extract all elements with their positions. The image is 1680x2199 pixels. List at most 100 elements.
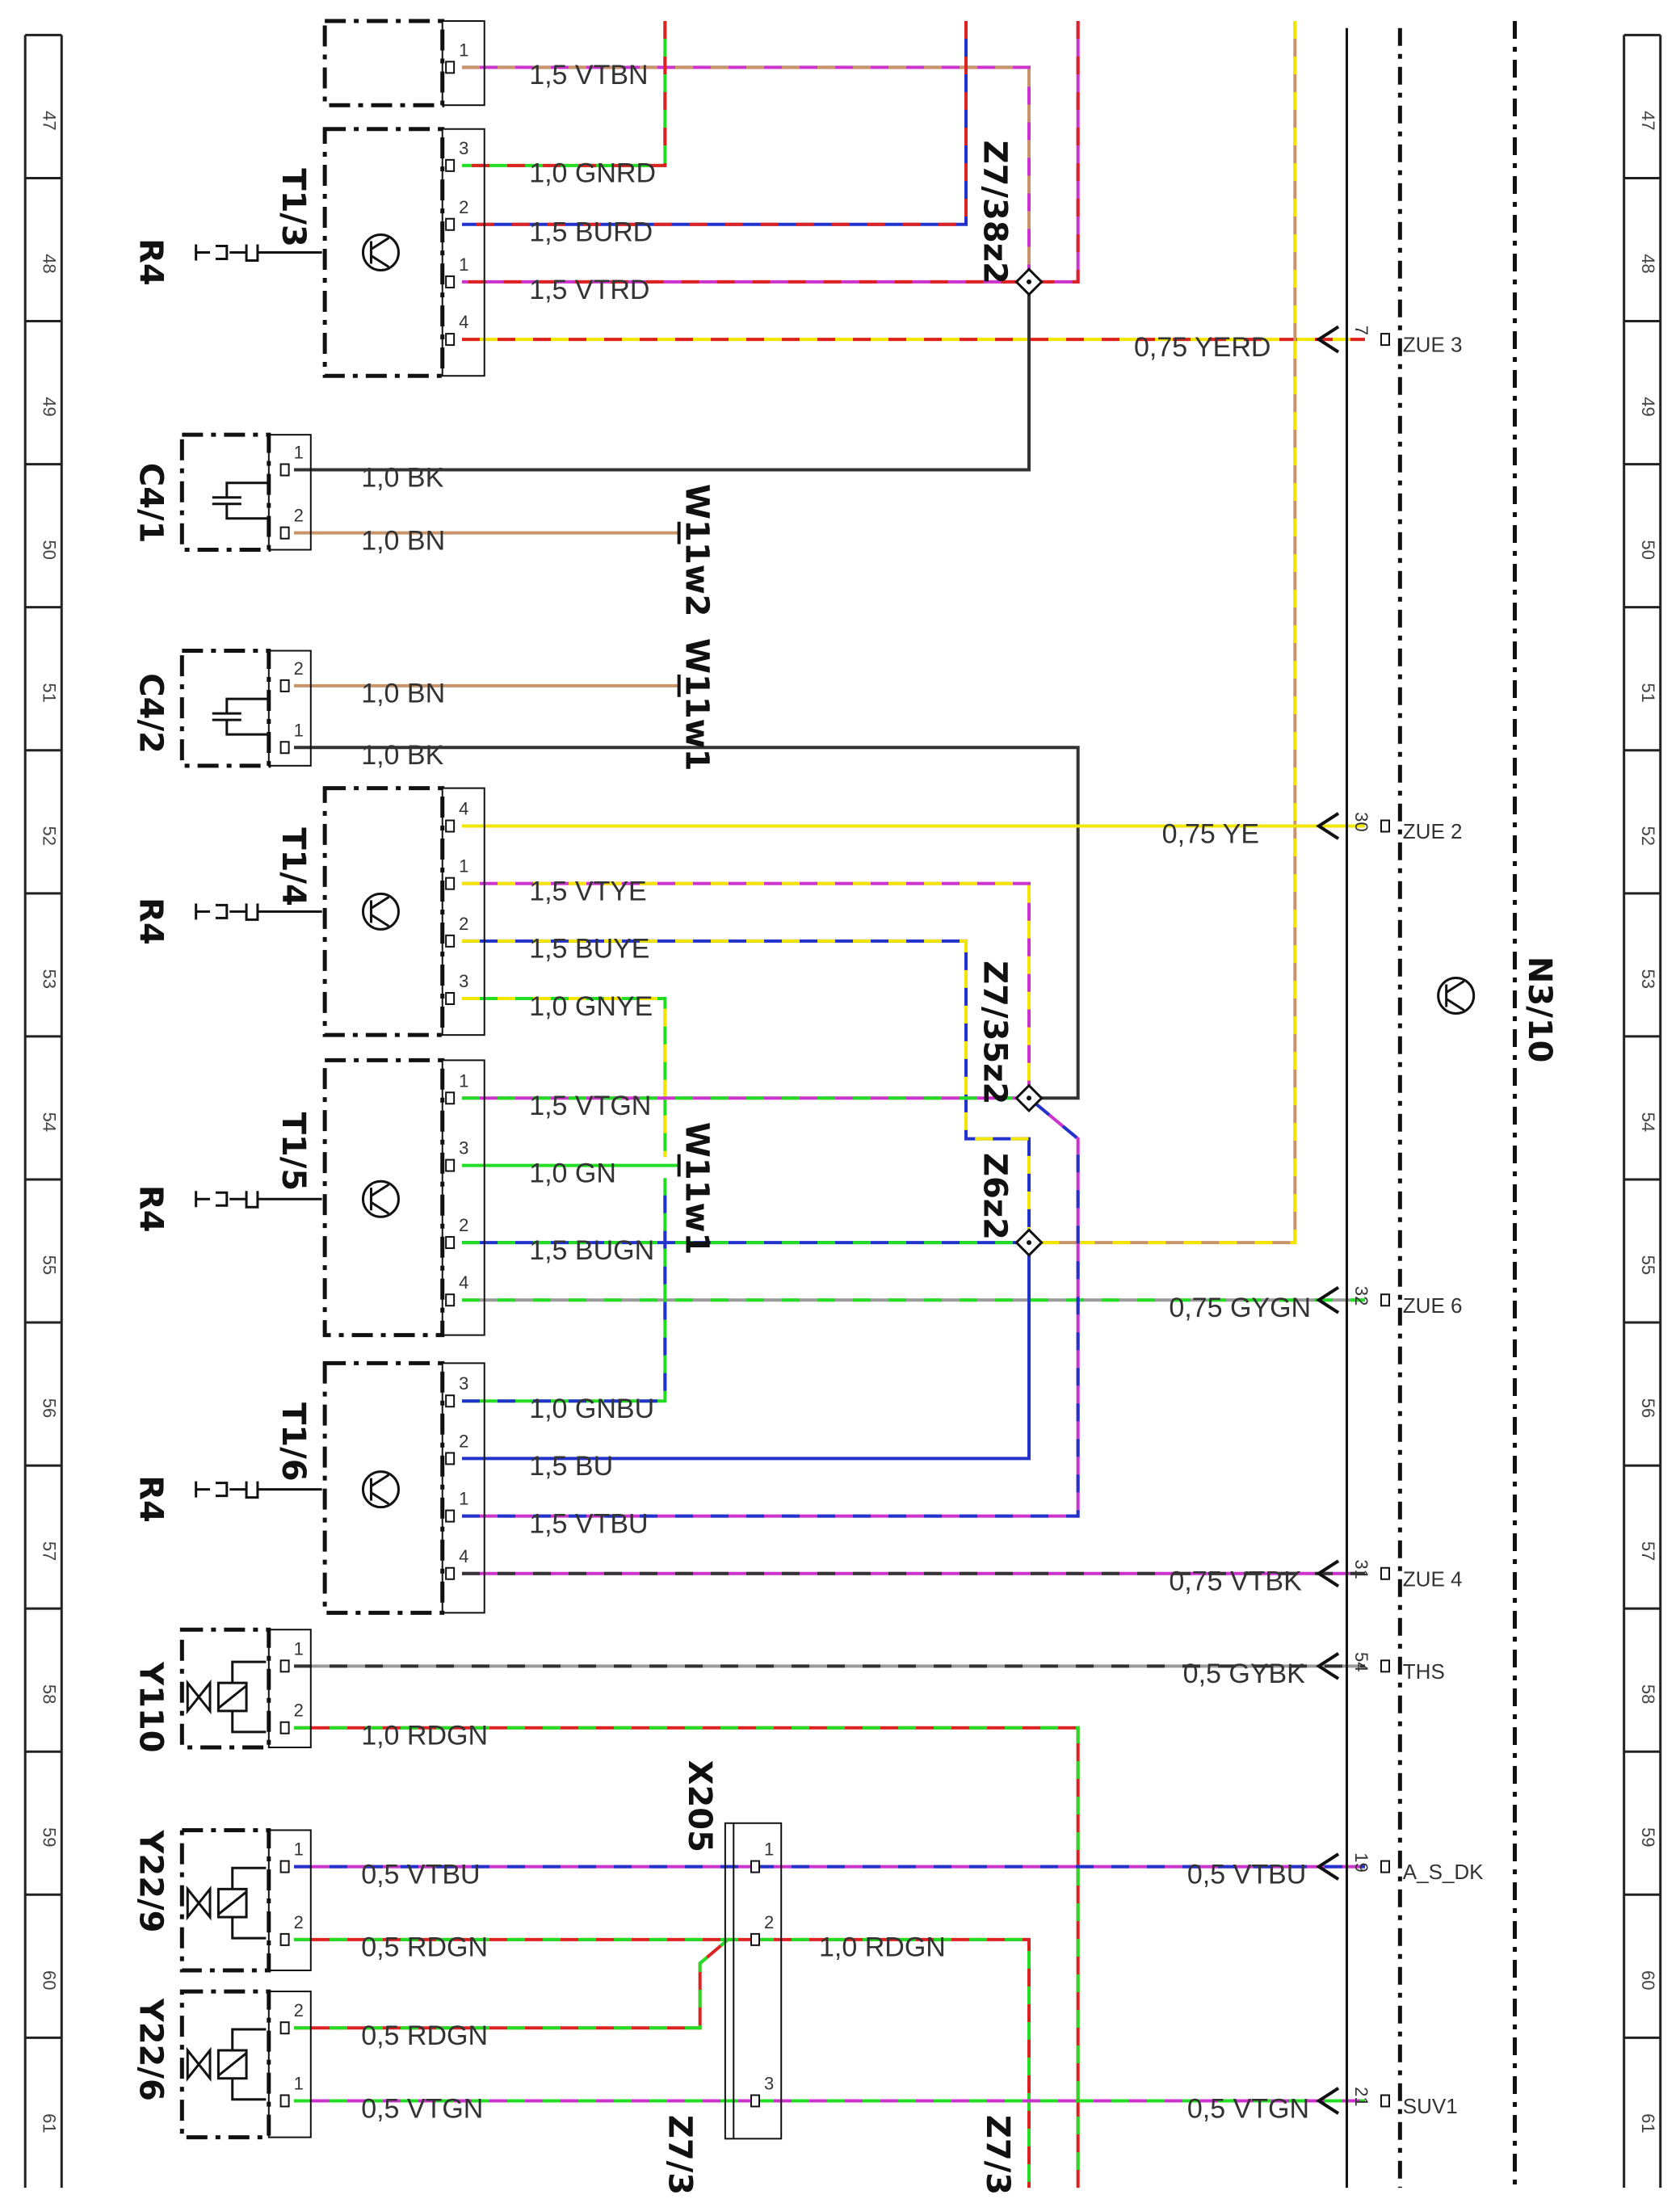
pin-socket (1380, 333, 1390, 347)
plug-icon (195, 1191, 322, 1209)
arrow-icon (1316, 812, 1340, 840)
pin-socket (445, 1293, 456, 1307)
pin-number: 1 (459, 254, 468, 275)
wire-w04-stripe (462, 21, 1080, 284)
ruler-row-number: 48 (1638, 254, 1658, 273)
ruler-row-number: 49 (1638, 397, 1658, 416)
ruler-row-number: 59 (1638, 1827, 1658, 1847)
wire-label-w07: 1,0 BN (361, 526, 445, 557)
terminal-pin: 32 (1351, 1286, 1371, 1306)
pin-number: 3 (459, 1373, 468, 1394)
pin-socket (1380, 2094, 1390, 2108)
wire-w02 (462, 21, 667, 167)
splice-dot (1027, 1095, 1031, 1101)
wire-label-w05: 0,75 YERD (1134, 332, 1270, 363)
ruler-row-number: 60 (40, 1970, 60, 1990)
plug-icon (195, 244, 322, 262)
wire-label-w17: 0,75 GYGN (1169, 1293, 1311, 1323)
pin-number: 1 (294, 2073, 304, 2093)
splice-dot (1027, 279, 1031, 284)
pin-socket (445, 1509, 456, 1523)
ruler-row-number: 57 (1638, 1541, 1658, 1561)
pin-number: 2 (294, 1701, 304, 1721)
pin-socket (445, 877, 456, 890)
transistor-icon (369, 237, 390, 268)
component-label: C4/1 (132, 463, 169, 544)
ruler-row-number: 53 (1638, 969, 1658, 989)
terminal-name: SUV1 (1403, 2094, 1458, 2118)
terminal-name: ZUE 6 (1403, 1293, 1463, 1318)
ruler-row-number: 53 (40, 969, 60, 989)
wire-w09 (294, 746, 1080, 1100)
wires (294, 21, 1365, 2188)
component-label: R4 (132, 1185, 169, 1233)
pin-number: 1 (764, 1840, 774, 1860)
pin-socket (445, 217, 456, 231)
pin-number: 4 (459, 1546, 468, 1566)
ruler-row-number: 51 (40, 683, 60, 702)
wire-label-w10: 0,75 YE (1162, 818, 1259, 849)
component-label: Z7/38z2 (976, 141, 1014, 284)
wire-w13 (462, 997, 667, 1158)
wire-label-w03: 1,5 BURD (529, 217, 653, 248)
pin-socket (1380, 1293, 1390, 1307)
wire-w18-stripe (462, 1178, 667, 1403)
pin-socket (445, 158, 456, 172)
pin-socket (279, 1659, 290, 1673)
ruler-row-number: 60 (1638, 1970, 1658, 1990)
pin-number: 3 (764, 2073, 774, 2093)
component-label: R4 (132, 1475, 169, 1523)
component-label: T1/6 (275, 1402, 312, 1482)
wire-w27-stripe (756, 1937, 1031, 2188)
pin-block (441, 20, 485, 107)
pin-socket (279, 2021, 290, 2035)
terminal-pin: 21 (1351, 2087, 1371, 2106)
transistor-icon (361, 233, 400, 271)
wire-w11-stripe (462, 881, 1031, 1099)
valve-icon (186, 1679, 212, 1715)
wire-w13-stripe (462, 997, 667, 1158)
pin-socket (750, 1860, 760, 1873)
pin-number: 2 (764, 1912, 774, 1932)
ruler-row-number: 56 (1638, 1398, 1658, 1418)
pin-socket (445, 819, 456, 833)
pin-socket (445, 61, 456, 74)
pin-socket (445, 333, 456, 347)
component-label: T1/5 (275, 1112, 312, 1192)
pin-socket (445, 934, 456, 948)
pin-block (267, 650, 312, 767)
ruler-row-number: 56 (40, 1398, 60, 1418)
component-label: X205 (681, 1760, 718, 1852)
ruler-row-number: 54 (1638, 1112, 1658, 1132)
ruler-row-number: 47 (1638, 111, 1658, 130)
component-label: R4 (132, 238, 169, 286)
wire-w28 (294, 1938, 729, 2030)
terminal-name: ZUE 3 (1403, 333, 1463, 357)
pin-number: 4 (459, 798, 468, 818)
pin-number: 1 (294, 1840, 304, 1860)
pin-socket (279, 526, 290, 540)
wire-w20 (462, 1096, 1080, 1518)
ruler-row-number: 52 (40, 826, 60, 845)
terminal-name: ZUE 2 (1403, 819, 1463, 843)
wire-label-w08: 1,0 BN (361, 679, 445, 709)
pin-socket (445, 1091, 456, 1105)
pin-socket (279, 741, 290, 755)
box-top (322, 19, 445, 107)
wire-label-w16: 1,5 BUGN (529, 1235, 654, 1266)
pin-number: 3 (459, 138, 468, 158)
pin-number: 1 (459, 1070, 468, 1091)
wire-label-w09: 1,0 BK (361, 740, 443, 771)
wire-label-w29: 0,5 VTGN (361, 2093, 483, 2124)
ruler-row-number: 55 (1638, 1255, 1658, 1275)
pin-socket (445, 1566, 456, 1580)
wire-w23-stripe (294, 1726, 1080, 2188)
transistor-icon (361, 1179, 400, 1218)
valve-icon (217, 1866, 267, 1940)
ruler-row-number: 61 (1638, 2113, 1658, 2133)
pin-number: 2 (294, 506, 304, 526)
box-T1-6 (322, 1360, 445, 1615)
transistor-icon (361, 892, 400, 931)
ruler-row-number: 49 (40, 397, 60, 416)
